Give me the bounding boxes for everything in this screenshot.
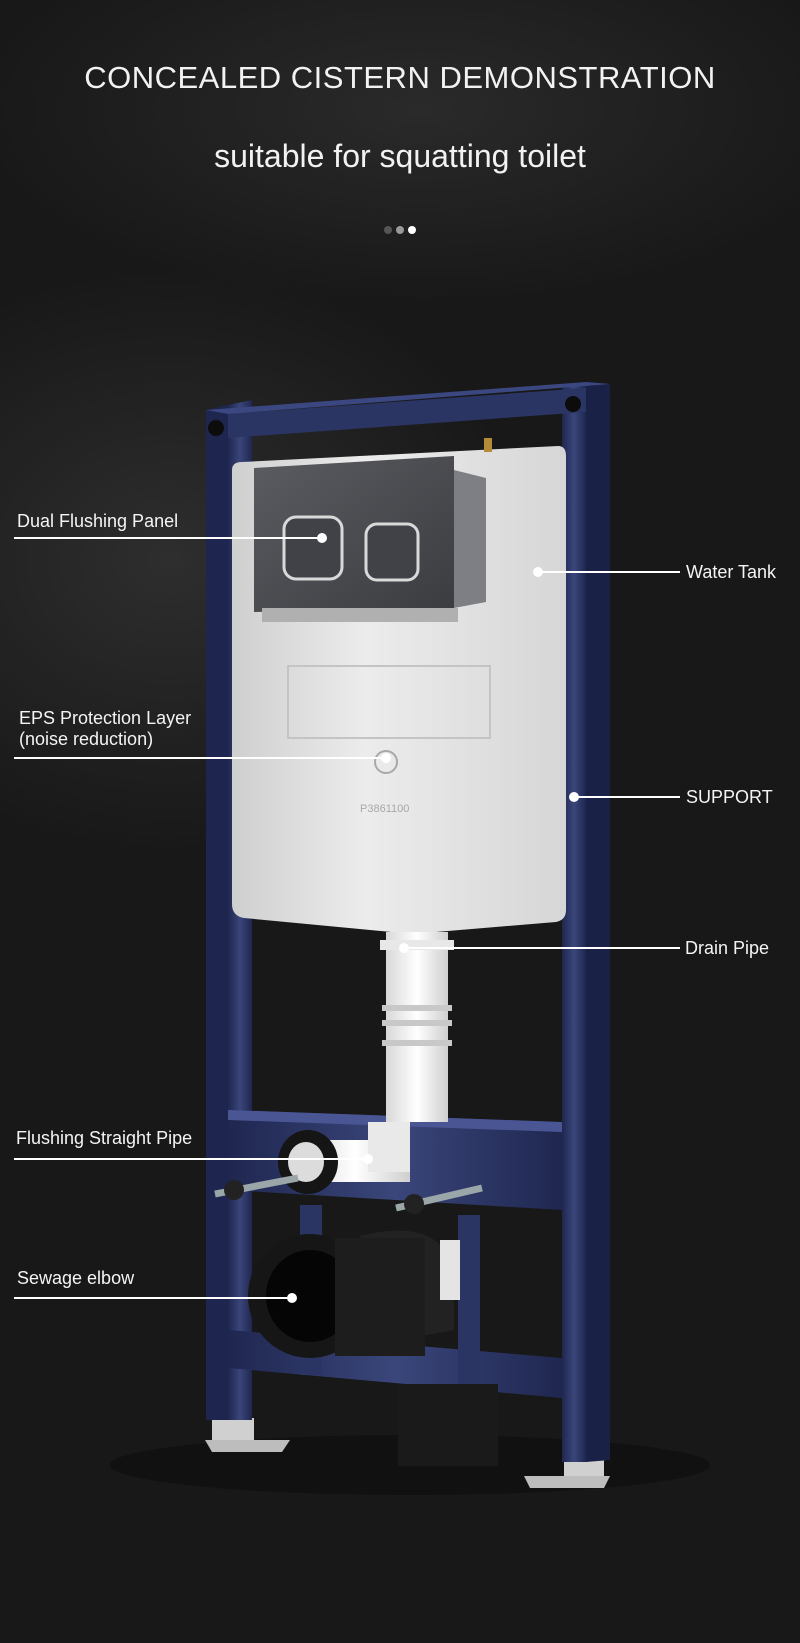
sewage-elbow xyxy=(248,1230,498,1466)
svg-text:P3861100: P3861100 xyxy=(360,803,409,815)
callout-lines xyxy=(14,537,680,1299)
dual-flushing-panel xyxy=(254,456,486,622)
carousel-indicator xyxy=(384,226,416,234)
label-drain-pipe: Drain Pipe xyxy=(685,938,770,958)
label-water-tank: Water Tank xyxy=(686,562,777,582)
label-dual-flushing-panel: Dual Flushing Panel xyxy=(17,511,179,531)
label-eps-line-1: EPS Protection Layer xyxy=(19,708,192,728)
page-title: CONCEALED CISTERN DEMONSTRATION xyxy=(84,60,716,95)
page-subtitle: suitable for squatting toilet xyxy=(214,138,586,174)
carousel-dot-2[interactable] xyxy=(396,226,404,234)
drain-pipe xyxy=(380,932,454,1122)
carousel-dot-1[interactable] xyxy=(384,226,392,234)
frame-foot-right xyxy=(524,1458,610,1488)
label-support: SUPPORT xyxy=(686,787,773,807)
label-eps-protection-layer: EPS Protection Layer (noise reduction) xyxy=(19,708,191,750)
label-eps-line-2: (noise reduction) xyxy=(19,729,154,749)
flushing-straight-pipe xyxy=(214,1122,483,1214)
label-flushing-straight-pipe: Flushing Straight Pipe xyxy=(16,1128,193,1148)
frame-foot-left xyxy=(205,1418,290,1452)
carousel-dot-3[interactable] xyxy=(408,226,416,234)
callout-dots xyxy=(287,533,579,1303)
label-sewage-elbow: Sewage elbow xyxy=(17,1268,135,1288)
